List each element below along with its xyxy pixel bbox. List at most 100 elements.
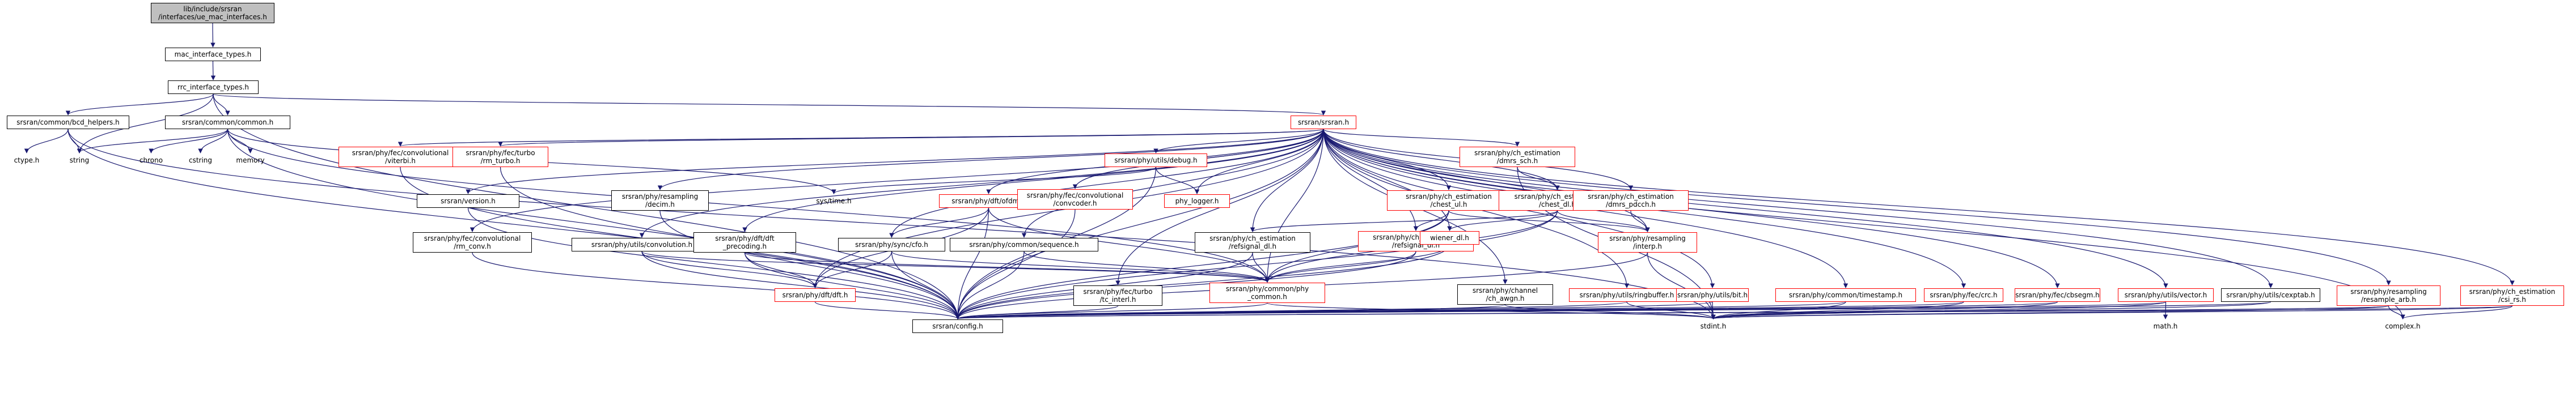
node-timestamp[interactable]: srsran/phy/common/timestamp.h: [1775, 288, 1916, 302]
node-csi-rs[interactable]: srsran/phy/ch_estimation/csi_rs.h: [2460, 285, 2564, 306]
edge-bcd-helpers-to-ctype: [24, 129, 69, 153]
edge-cbsegm-to-stdint: [1711, 301, 2058, 319]
edge-srsran-to-chest-dl: [1323, 129, 1560, 190]
edge-common-to-string: [77, 129, 229, 153]
edge-srsran-to-debug: [1153, 129, 1324, 153]
node-convolution[interactable]: srsran/phy/utils/convolution.h: [572, 238, 712, 251]
edge-dft-precoding-to-dft: [744, 252, 818, 288]
edge-cfo-to-phy-common: [891, 251, 1270, 283]
edge-srsran-to-wiener-dl: [1323, 129, 1452, 231]
edge-srsran-to-vector: [1323, 129, 2168, 288]
node-viterbi[interactable]: srsran/phy/fec/convolutional/viterbi.h: [339, 147, 462, 167]
node-interp[interactable]: srsran/phy/resampling/interp.h: [1598, 232, 1697, 253]
node-cexptab[interactable]: srsran/phy/utils/cexptab.h: [2221, 288, 2320, 302]
node-tc-interl[interactable]: srsran/phy/fec/turbo/tc_interl.h: [1073, 285, 1162, 306]
node-vector[interactable]: srsran/phy/utils/vector.h: [2118, 288, 2214, 302]
edge-debug-to-systime: [831, 167, 1157, 194]
node-stdint[interactable]: stdint.h: [1700, 322, 1727, 330]
node-ringbuffer[interactable]: srsran/phy/utils/ringbuffer.h: [1569, 288, 1685, 302]
node-debug[interactable]: srsran/phy/utils/debug.h: [1105, 153, 1207, 167]
node-bcd-helpers[interactable]: srsran/common/bcd_helpers.h: [7, 116, 129, 129]
node-root-ue-mac-interfaces[interactable]: lib/include/srsran/interfaces/ue_mac_int…: [151, 3, 274, 23]
edge-ofdm-to-config: [955, 207, 989, 319]
edge-phy-common-to-config: [955, 302, 1268, 319]
edge-vector-to-stdint: [1711, 301, 2167, 319]
node-chrono[interactable]: chrono: [139, 156, 163, 164]
node-rm-conv[interactable]: srsran/phy/fec/convolutional/rm_conv.h: [413, 232, 532, 253]
edge-srsran-to-interp: [1323, 129, 1650, 232]
node-rrc-interface-types[interactable]: rrc_interface_types.h: [168, 80, 259, 94]
edge-mac-interface-types-to-rrc-interface-types: [210, 61, 216, 80]
edge-wiener-dl-to-config: [955, 244, 1450, 319]
node-resample-arb[interactable]: srsran/phy/resampling/resample_arb.h: [2337, 285, 2440, 306]
node-memory[interactable]: memory: [236, 156, 265, 164]
edge-ofdm-to-phy-common: [988, 207, 1270, 283]
node-dft-precoding[interactable]: srsran/phy/dft/dft_precoding.h: [693, 232, 796, 253]
node-cstring[interactable]: cstring: [188, 156, 213, 164]
node-phy-common[interactable]: srsran/phy/common/phy_common.h: [1209, 283, 1325, 303]
node-wiener-dl[interactable]: wiener_dl.h: [1420, 231, 1479, 245]
edge-srsran-to-sequence: [1021, 129, 1324, 238]
edge-dmrs-pdcch-to-interp: [1630, 210, 1650, 232]
node-string[interactable]: string: [69, 156, 90, 164]
node-chest-ul[interactable]: srsran/phy/ch_estimation/chest_ul.h: [1387, 190, 1511, 211]
edge-srsran-to-decim: [657, 129, 1324, 190]
edge-srsran-to-version: [466, 129, 1324, 194]
edge-srsran-to-config: [955, 129, 1324, 319]
edge-dmrs-sch-to-chest-dl: [1517, 167, 1560, 190]
edge-convolution-to-config: [641, 251, 961, 319]
edge-chest-dl-to-interp: [1556, 210, 1650, 232]
edge-version-to-config: [467, 207, 961, 319]
node-crc[interactable]: srsran/phy/fec/crc.h: [1924, 288, 2003, 302]
edge-dft-precoding-to-phy-common: [744, 252, 1270, 283]
edge-srsran-to-rm-turbo: [498, 129, 1324, 147]
node-complex[interactable]: complex.h: [2385, 322, 2421, 330]
node-bit[interactable]: srsran/phy/utils/bit.h: [1676, 288, 1749, 302]
node-dmrs-sch[interactable]: srsran/phy/ch_estimation/dmrs_sch.h: [1460, 147, 1575, 167]
edge-timestamp-to-stdint: [1711, 301, 1846, 319]
edge-ringbuffer-to-stdint: [1626, 301, 1716, 319]
node-common[interactable]: srsran/common/common.h: [165, 116, 290, 129]
edge-cfo-to-config: [891, 251, 961, 319]
edge-chest-dl-to-refsignal-dl: [1250, 210, 1558, 232]
edge-rrc-interface-types-to-config: [213, 93, 961, 319]
edge-convcoder-to-config: [955, 209, 1076, 319]
edge-csi-rs-to-config: [956, 305, 2513, 319]
node-mac-interface-types[interactable]: mac_interface_types.h: [165, 48, 261, 61]
edge-cexptab-to-config: [956, 301, 2272, 319]
edge-refsignal-ul-to-phy-common: [1264, 251, 1416, 283]
edge-decim-to-config: [659, 210, 961, 319]
node-phy-logger[interactable]: phy_logger.h: [1164, 194, 1230, 208]
edge-rrc-interface-types-to-bcd-helpers: [65, 93, 214, 116]
edge-chest-ul-to-refsignal-ul: [1413, 210, 1449, 231]
node-srsran-h[interactable]: srsran/srsran.h: [1291, 116, 1356, 129]
node-config[interactable]: srsran/config.h: [912, 319, 1003, 333]
edge-srsran-to-cexptab: [1323, 129, 2273, 288]
node-decim[interactable]: srsran/phy/resampling/decim.h: [611, 190, 709, 211]
edge-dft-to-config: [814, 301, 961, 319]
edge-sequence-to-config: [955, 251, 1025, 319]
node-math[interactable]: math.h: [2153, 322, 2178, 330]
node-ctype[interactable]: ctype.h: [14, 156, 40, 164]
edge-srsran-to-complex: [1323, 129, 2405, 319]
node-ch-awgn[interactable]: srsran/phy/channel/ch_awgn.h: [1457, 284, 1553, 305]
edge-chest-dl-to-wiener-dl: [1447, 210, 1558, 231]
node-refsignal-dl[interactable]: srsran/phy/ch_estimation/refsignal_dl.h: [1195, 232, 1310, 253]
node-cbsegm[interactable]: srsran/phy/fec/cbsegm.h: [2015, 288, 2100, 302]
edge-srsran-to-dft-precoding: [742, 129, 1324, 232]
node-convcoder[interactable]: srsran/phy/fec/convolutional/convcoder.h: [1017, 189, 1133, 210]
node-rm-turbo[interactable]: srsran/phy/fec/turbo/rm_turbo.h: [452, 147, 548, 167]
node-version[interactable]: srsran/version.h: [417, 194, 519, 208]
edge-srsran-to-cfo: [889, 129, 1324, 238]
node-sequence[interactable]: srsran/phy/common/sequence.h: [950, 238, 1098, 251]
edge-srsran-to-dmrs-sch: [1323, 129, 1520, 147]
edge-debug-to-phy-logger: [1155, 167, 1200, 194]
edge-cfo-to-dft: [813, 251, 892, 288]
node-dmrs-pdcch[interactable]: srsran/phy/ch_estimation/dmrs_pdcch.h: [1573, 190, 1689, 211]
edge-dft-precoding-to-config: [744, 252, 961, 319]
node-cfo[interactable]: srsran/phy/sync/cfo.h: [838, 238, 945, 251]
node-sys-time[interactable]: sys/time.h: [816, 197, 852, 205]
edge-bcd-helpers-to-stdint: [67, 129, 1716, 319]
node-dft[interactable]: srsran/phy/dft/dft.h: [775, 288, 856, 302]
